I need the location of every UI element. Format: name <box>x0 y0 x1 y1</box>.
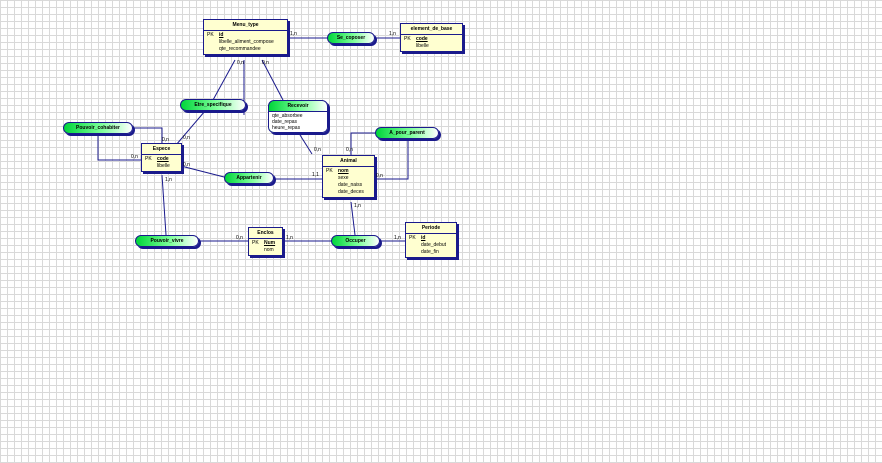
attribute-code: code <box>416 36 428 42</box>
link-menu-etrespec <box>212 59 236 101</box>
cardinality-label: 0,n <box>162 137 169 143</box>
cardinality-label: 0,n <box>346 147 353 153</box>
attribute-date-deces: date_deces <box>338 189 364 195</box>
cardinality-label: 1,n <box>354 203 361 209</box>
link-appartenir-espece <box>180 165 229 179</box>
attribute-code: code <box>157 156 169 162</box>
cardinality-label: 1,n <box>290 31 297 37</box>
link-menu-recevoir <box>261 59 284 101</box>
cardinality-label: 0,n <box>376 173 383 179</box>
link-recevoir-animal <box>299 134 313 155</box>
cardinality-label: 0,n <box>183 162 190 168</box>
link-parent-animal-1 <box>350 132 377 155</box>
association-appartenir[interactable]: Appartenir <box>224 172 274 184</box>
association-label: Appartenir <box>236 175 262 181</box>
cardinality-label: 1,n <box>389 31 396 37</box>
cardinality-label: 0,n <box>236 235 243 241</box>
attribute-qte-absorbee: qte_absorbee <box>272 113 303 119</box>
association-label: Se_coposer <box>336 35 366 41</box>
association-pouvoir-vivre[interactable]: Pouvoir_vivre <box>135 235 199 247</box>
cardinality-label: 0,n <box>314 147 321 153</box>
entity-title: element_de_base <box>401 24 462 35</box>
association-label: Recevoir <box>287 103 309 109</box>
attribute-libelle-aliment-compose: libelle_aliment_compose <box>219 39 274 45</box>
attribute-libelle: libelle <box>157 163 170 169</box>
association-etre-specifique[interactable]: Etre_specifique <box>180 99 246 111</box>
entity-title: Espece <box>142 144 181 155</box>
association-label: Pouvoir_cohabiter <box>76 125 120 131</box>
link-etrespec-espece <box>175 110 206 146</box>
cardinality-label: 0,n <box>131 154 138 160</box>
cardinality-label: 1,n <box>165 177 172 183</box>
link-vivre-espece <box>161 174 167 236</box>
attribute-nom: nom <box>264 247 274 253</box>
attribute-date-debut: date_debut <box>421 242 447 248</box>
association-recevoir[interactable]: Recevoir qte_absorbee date_repas heure_r… <box>268 100 328 133</box>
cardinality-label: 1,n <box>286 235 293 241</box>
attribute-sexe: sexe <box>338 175 349 181</box>
attribute-date-naiss: date_naiss <box>338 182 363 188</box>
cardinality-label: 0,n <box>262 60 269 66</box>
link-parent-animal-2 <box>374 140 409 180</box>
link-cohab-espece-2 <box>97 134 141 161</box>
link-occuper-animal <box>350 201 356 236</box>
attribute-id: id <box>219 32 224 38</box>
entity-title: Periode <box>406 223 456 234</box>
attribute-libelle: libelle <box>416 43 429 49</box>
cardinality-label: 0,n <box>237 60 244 66</box>
association-a-pour-parent[interactable]: A_pour_parent <box>375 127 439 139</box>
attribute-num: Num <box>264 240 276 246</box>
attribute-nom: nom <box>338 168 349 174</box>
cardinality-label: 1,n <box>394 235 401 241</box>
association-label: A_pour_parent <box>389 130 425 136</box>
association-label: Pouvoir_vivre <box>150 238 184 244</box>
association-occuper[interactable]: Occuper <box>331 235 380 247</box>
entity-title: Menu_type <box>204 20 287 31</box>
association-se-coposer[interactable]: Se_coposer <box>327 32 375 44</box>
association-label: Occuper <box>345 238 366 244</box>
attribute-id: id <box>421 235 426 241</box>
attribute-heure-repas: heure_repas <box>272 125 301 131</box>
entity-title: Enclos <box>249 228 282 239</box>
attribute-qte-recommandee: qte_recommandee <box>219 46 261 52</box>
link-cohab-espece-1 <box>131 127 163 144</box>
attribute-date-fin: date_fin <box>421 249 439 255</box>
association-label: Etre_specifique <box>194 102 232 108</box>
attribute-date-repas: date_repas <box>272 119 298 125</box>
cardinality-label: 0,n <box>183 135 190 141</box>
association-pouvoir-cohabiter[interactable]: Pouvoir_cohabiter <box>63 122 133 134</box>
cardinality-label: 1,1 <box>312 172 319 178</box>
entity-title: Animal <box>323 156 374 167</box>
